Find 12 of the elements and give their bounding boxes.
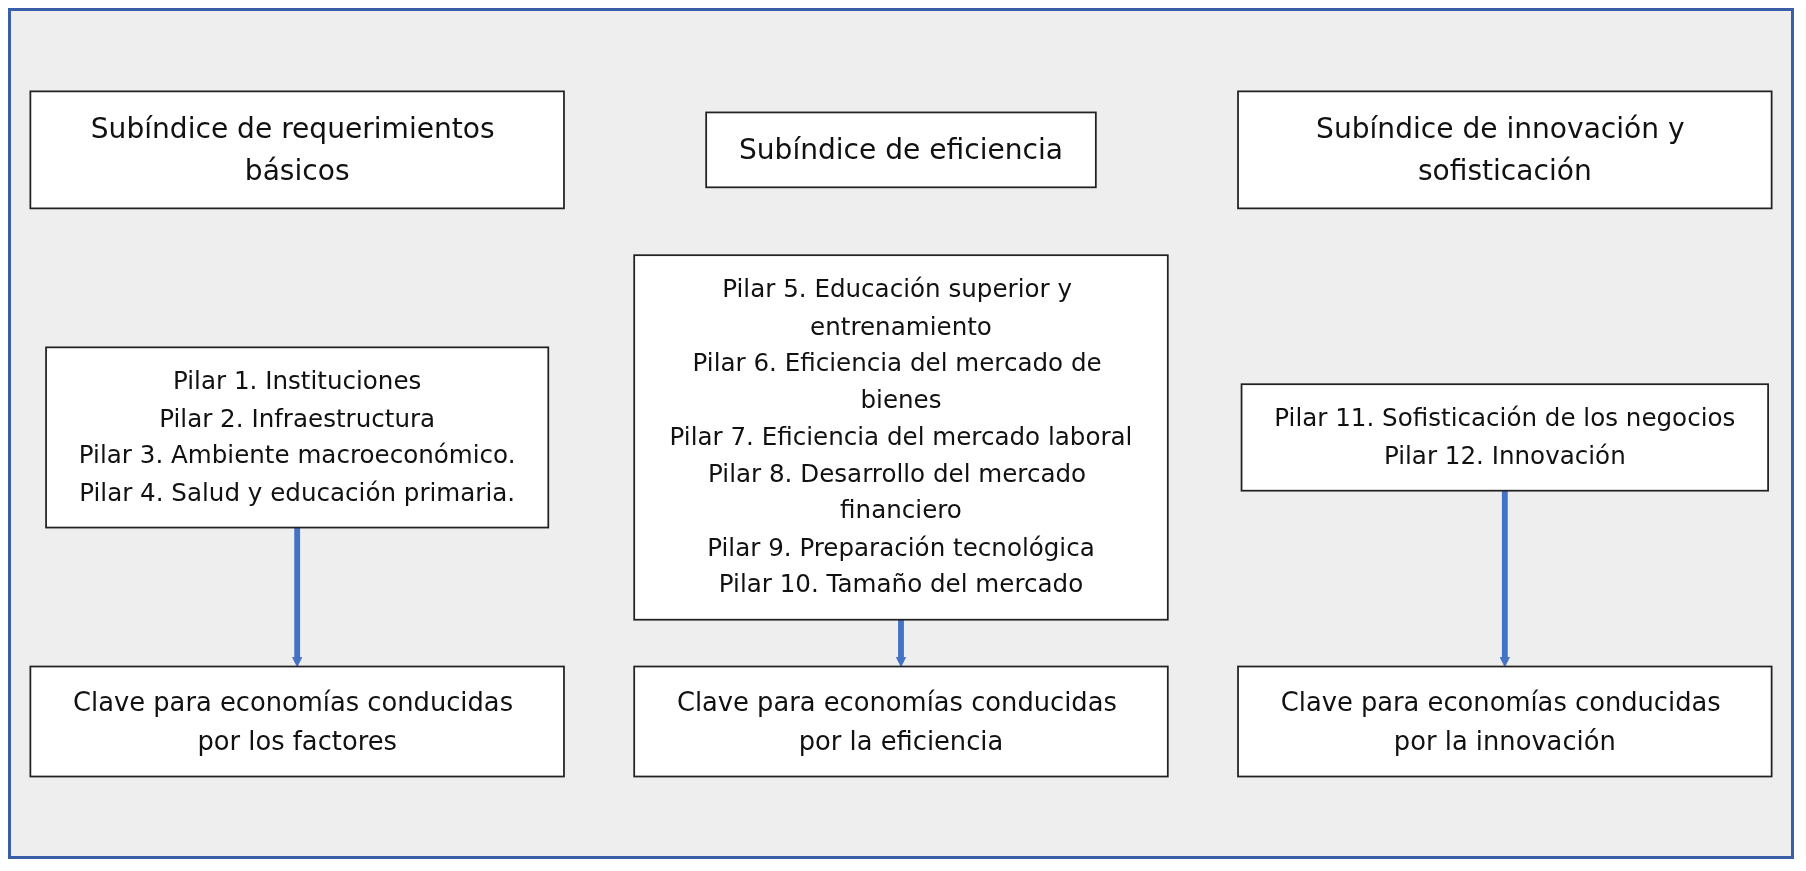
node-box: Pilar 5. Educación superior y entrenamiento Pilar 6. Eficiencia del mercado de bienes Pilar 7. Eficiencia del mercado laboral Pilar 8. Desarrollo del mercado financiero Pilar 9. Preparación tecnológica Pilar 10. Tamaño del mercado	[633, 253, 1169, 621]
node-box: Subíndice de eficiencia	[705, 111, 1097, 188]
node-box: Subíndice de innovación y sofisticación	[1237, 90, 1773, 209]
node-box: Pilar 11. Sofisticación de los negocios Pilar 12. Innovación	[1240, 382, 1769, 492]
arrow	[292, 527, 303, 667]
arrow	[895, 619, 907, 667]
arrow	[1499, 490, 1510, 667]
node-box: Clave para economías conducidas por la innovación	[1237, 665, 1773, 777]
node-box: Pilar 1. Instituciones Pilar 2. Infraestructura Pilar 3. Ambiente macroeconómico. Pilar 4. Salud y educación primaria.	[45, 346, 550, 528]
node-box: Clave para economías conducidas por la eficiencia	[633, 665, 1169, 777]
node-box: Subíndice de requerimientos básicos	[29, 90, 565, 209]
node-box: Clave para economías conducidas por los factores	[29, 665, 565, 777]
